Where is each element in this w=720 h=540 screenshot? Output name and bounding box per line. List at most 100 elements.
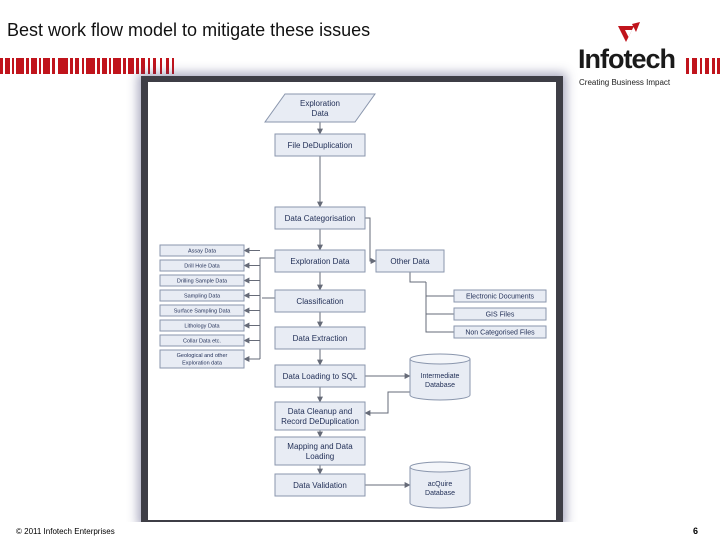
connector-line — [425, 282, 454, 333]
acquire-database-icon-text: Database — [425, 490, 455, 497]
logo-wordmark: Infotech — [578, 44, 676, 74]
flow-step-7-box — [274, 401, 366, 431]
footer-bar — [0, 522, 720, 540]
flow-step-5: Data Extraction — [274, 326, 366, 350]
connector-line — [425, 282, 454, 315]
acquire-database-icon-body — [409, 467, 471, 509]
exploration-type-2: Drilling Sample Data — [159, 274, 245, 287]
exploration-type-2-text: Drilling Sample Data — [177, 278, 228, 284]
exploration-type-6: Collar Data etc. — [159, 334, 245, 347]
flow-step-9-box — [274, 473, 366, 497]
exploration-type-4-text: Surface Sampling Data — [174, 308, 231, 314]
acquire-database-icon-top — [409, 461, 471, 473]
exploration-type-6-box — [159, 334, 245, 347]
logo-tagline: Creating Business Impact — [579, 78, 671, 87]
flow-step-9: Data Validation — [274, 473, 366, 497]
slide-title: Best work flow model to mitigate these i… — [7, 20, 371, 40]
flow-step-9-text: Data Validation — [293, 481, 347, 490]
flow-step-1: File DeDuplication — [274, 133, 366, 157]
flow-step-3-box — [274, 249, 366, 273]
exploration-data-input-text: Data — [312, 109, 329, 118]
exploration-type-0-box — [159, 244, 245, 257]
flow-step-6: Data Loading to SQL — [274, 364, 366, 388]
flow-step-6-text: Data Loading to SQL — [283, 372, 358, 381]
exploration-type-1: Drill Hole Data — [159, 259, 245, 272]
flow-step-5-text: Data Extraction — [293, 334, 348, 343]
flow-step-5-box — [274, 326, 366, 350]
intermediate-database-icon-text: Intermediate — [421, 373, 460, 380]
exploration-type-4-box — [159, 304, 245, 317]
intermediate-database-icon-body — [409, 359, 471, 401]
exploration-type-5-text: Lithology Data — [184, 323, 220, 329]
flow-step-8-text: Loading — [306, 452, 334, 461]
flow-step-1-box — [274, 133, 366, 157]
flow-step-4: Classification — [274, 289, 366, 313]
intermediate-database-icon-top — [409, 353, 471, 365]
connector-line — [364, 391, 410, 416]
exploration-type-4: Surface Sampling Data — [159, 304, 245, 317]
page-number: 6 — [693, 526, 699, 536]
acquire-database-icon-text: acQuire — [428, 481, 453, 488]
other-item-1: GIS Files — [453, 307, 547, 321]
flow-step-2: Data Categorisation — [274, 206, 366, 230]
connector-line — [409, 272, 426, 283]
exploration-type-7-box — [159, 349, 245, 369]
exploration-type-5-box — [159, 319, 245, 332]
connector-line — [425, 282, 454, 297]
connector-line — [259, 257, 275, 359]
intermediate-database-icon-text: Database — [425, 382, 455, 389]
exploration-type-7-text: Exploration data — [182, 361, 223, 367]
flow-step-3: Exploration Data — [274, 249, 366, 273]
header-stripe — [0, 58, 720, 74]
other-item-2-text: Non Categorised Files — [465, 329, 535, 336]
footer-copyright: © 2011 Infotech Enterprises — [16, 527, 115, 536]
flow-step-4-box — [274, 289, 366, 313]
exploration-type-1-text: Drill Hole Data — [184, 263, 220, 269]
exploration-type-2-box — [159, 274, 245, 287]
flow-step-8-text: Mapping and Data — [287, 442, 353, 451]
exploration-type-0: Assay Data — [159, 244, 245, 257]
flow-step-6-box — [274, 364, 366, 388]
other-item-1-box — [453, 307, 547, 321]
flow-step-8-box — [274, 436, 366, 466]
company-logo: Infotech Creating Business Impact — [572, 22, 682, 92]
exploration-type-6-text: Collar Data etc. — [183, 338, 221, 344]
other-item-0-box — [453, 289, 547, 303]
exploration-type-7-text: Geological and other — [177, 353, 228, 359]
input-parallelogram — [264, 93, 376, 123]
exploration-type-1-box — [159, 259, 245, 272]
flow-step-7-text: Record DeDuplication — [281, 417, 359, 426]
logo-mark-icon — [618, 22, 640, 42]
other-item-2-box — [453, 325, 547, 339]
flow-step-1-text: File DeDuplication — [288, 141, 353, 150]
flow-step-7-text: Data Cleanup and — [288, 407, 353, 416]
other-item-1-text: GIS Files — [486, 311, 515, 318]
connector-lines — [243, 122, 454, 488]
exploration-data-input-text: Exploration — [300, 99, 340, 108]
other-item-0-text: Electronic Documents — [466, 293, 535, 300]
flow-step-4-text: Classification — [296, 297, 343, 306]
flow-step-2-box — [274, 206, 366, 230]
connector-line — [365, 217, 377, 264]
exploration-type-0-text: Assay Data — [188, 248, 217, 254]
other-data-node-box — [375, 249, 445, 273]
flow-step-3-text: Exploration Data — [290, 257, 350, 266]
exploration-type-5: Lithology Data — [159, 319, 245, 332]
flow-step-2-text: Data Categorisation — [285, 214, 356, 223]
other-data-node-text: Other Data — [390, 257, 430, 266]
other-item-0: Electronic Documents — [453, 289, 547, 303]
other-item-2: Non Categorised Files — [453, 325, 547, 339]
exploration-type-3-text: Sampling Data — [184, 293, 221, 299]
exploration-type-3-box — [159, 289, 245, 302]
exploration-type-3: Sampling Data — [159, 289, 245, 302]
other-data-node: Other Data — [375, 249, 445, 273]
